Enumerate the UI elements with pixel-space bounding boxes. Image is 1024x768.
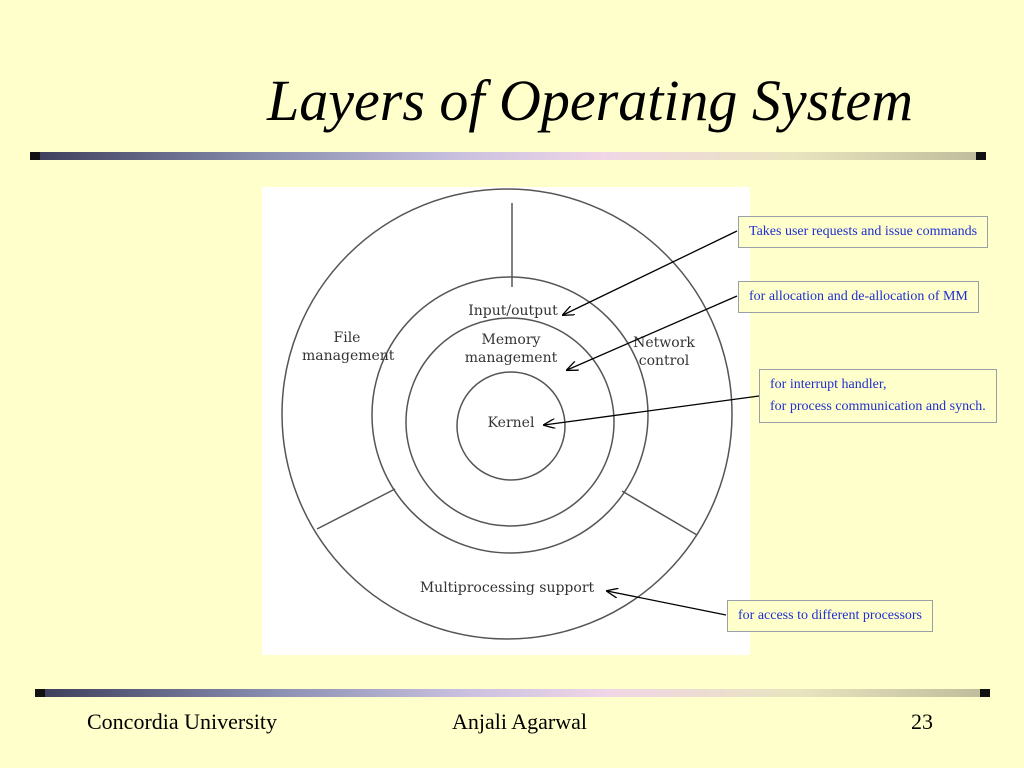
callout-processors: for access to different processors — [727, 600, 934, 632]
input-output-label: Input/output — [468, 303, 558, 319]
arrow-processors — [607, 591, 727, 616]
callout-interrupt-line2: for process communication and synch. — [770, 399, 986, 414]
kernel-ring — [456, 371, 566, 481]
os-layers-diagram: File management Input/output Memory mana… — [262, 187, 750, 655]
top-divider — [30, 152, 986, 160]
outer-ring — [281, 188, 733, 640]
input-output-ring — [371, 276, 649, 554]
divider-lower-left — [316, 488, 396, 530]
arrow-kernel — [544, 395, 760, 425]
callout-memory-allocation: for allocation and de-allocation of MM — [738, 281, 979, 313]
callout-interrupt-line1: for interrupt handler, — [770, 377, 887, 392]
file-management-label: File management — [302, 330, 395, 364]
ring-diagram — [281, 188, 733, 640]
memory-ring — [405, 317, 615, 527]
multiprocessing-label: Multiprocessing support — [419, 580, 595, 596]
network-control-label: Network control — [633, 335, 695, 369]
callout-user-requests: Takes user requests and issue commands — [738, 216, 989, 248]
bottom-divider — [35, 689, 990, 697]
divider-lower-right — [621, 490, 698, 536]
footer-author: Anjali Agarwal — [452, 709, 588, 734]
footer-university: Concordia University — [87, 709, 278, 734]
memory-management-label: Memory management — [464, 332, 558, 366]
footer-page-number: 23 — [911, 709, 933, 734]
arrow-user-requests — [563, 230, 738, 315]
callout-interrupt-handler: for interrupt handler, for process commu… — [759, 369, 997, 423]
slide-title: Layers of Operating System — [267, 68, 913, 133]
arrow-memory-allocation — [567, 295, 738, 370]
kernel-label: Kernel — [487, 415, 535, 431]
